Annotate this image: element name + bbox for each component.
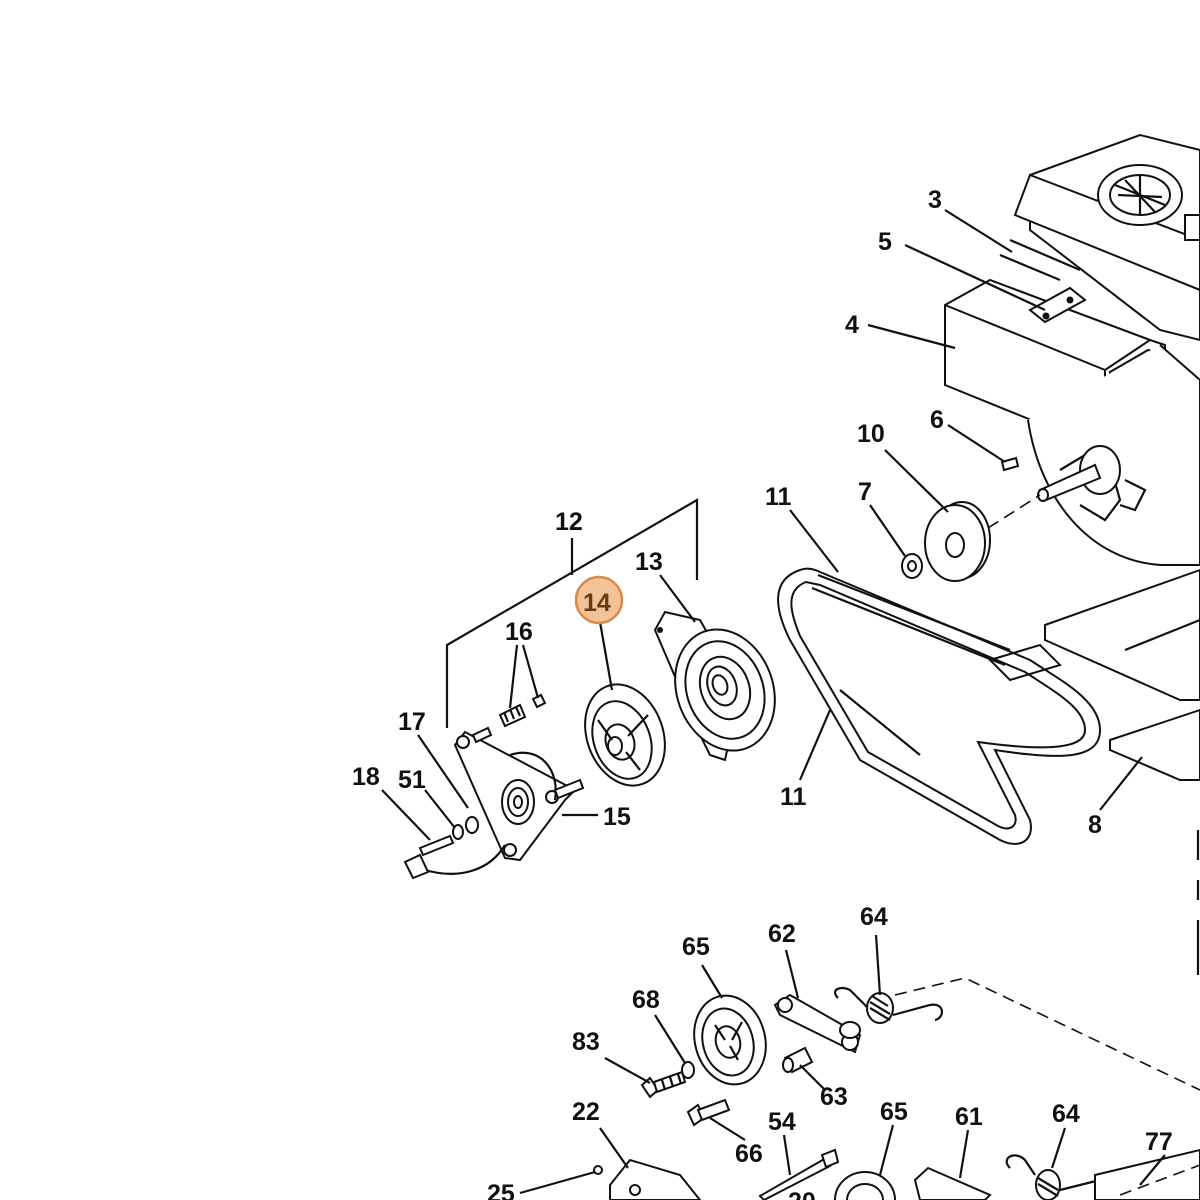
callout-51: 51 — [398, 766, 426, 794]
leader-64-upper — [874, 934, 882, 996]
bolt-18-part — [418, 834, 455, 857]
leader-83 — [604, 1057, 651, 1084]
dashed-line-upper — [894, 977, 1200, 1091]
callout-12: 12 — [555, 508, 583, 536]
washer-51-part — [452, 816, 479, 840]
callout-63: 63 — [820, 1083, 848, 1111]
leader-65-lower — [878, 1124, 895, 1176]
leader-11-bottom — [798, 709, 832, 781]
frame-22-part — [609, 1158, 702, 1200]
callout-25: 25 — [487, 1180, 515, 1200]
leader-10 — [884, 449, 949, 513]
leader-18 — [381, 789, 431, 841]
leader-4 — [867, 323, 956, 350]
idler-arm-part — [773, 993, 862, 1054]
callout-65-lower: 65 — [880, 1098, 908, 1126]
lower-arm-part — [913, 1166, 992, 1200]
callout-11-top: 11 — [765, 483, 792, 511]
spring-upper-part — [834, 986, 943, 1024]
leader-7 — [869, 504, 906, 557]
engine-assembly — [944, 133, 1200, 975]
drive-belt-part — [777, 567, 1102, 845]
idler-pulley-lower-part — [834, 1171, 896, 1200]
clutch-housing-part — [653, 610, 776, 762]
leader-25 — [519, 1170, 596, 1195]
leader-63 — [799, 1064, 826, 1091]
callout-54: 54 — [768, 1108, 796, 1136]
callout-4: 4 — [845, 311, 859, 339]
leader-14 — [598, 621, 614, 691]
leader-17 — [417, 734, 469, 809]
callout-6: 6 — [930, 406, 944, 434]
leader-6 — [947, 424, 1006, 463]
callout-22: 22 — [572, 1098, 600, 1126]
bolt-25-part — [593, 1165, 603, 1175]
callout-62: 62 — [768, 920, 796, 948]
washer-part — [901, 553, 923, 579]
callout-10: 10 — [857, 420, 885, 448]
leader-16 — [508, 644, 540, 709]
engine-pulley-part — [924, 494, 1041, 582]
washer-68-part — [681, 1061, 695, 1079]
idler-pulley-upper-part — [693, 994, 767, 1086]
leader-54 — [782, 1134, 792, 1176]
long-bolt-54-part — [758, 1148, 840, 1200]
leader-11-top — [789, 509, 839, 573]
callout-66: 66 — [735, 1140, 763, 1168]
bolt-66-part — [686, 1098, 731, 1127]
callout-17: 17 — [398, 708, 426, 736]
callout-65-upper: 65 — [682, 933, 710, 961]
leader-65-upper — [701, 964, 723, 999]
leader-68 — [654, 1014, 686, 1064]
leader-77 — [1139, 1154, 1166, 1186]
callout-14-highlight — [574, 575, 624, 625]
callout-5: 5 — [878, 228, 892, 256]
leader-13 — [659, 574, 696, 623]
callout-16: 16 — [505, 618, 533, 646]
leader-3 — [944, 209, 1013, 253]
callout-8: 8 — [1088, 811, 1102, 839]
dashed-line-lower — [1119, 1164, 1200, 1196]
callout-18: 18 — [352, 763, 380, 791]
key-part — [1000, 456, 1020, 472]
callout-7: 7 — [858, 478, 872, 506]
leader-64-lower — [1050, 1127, 1067, 1169]
callout-3: 3 — [928, 186, 942, 214]
clutch-pulley-part — [584, 683, 666, 787]
bolt-83-part — [640, 1070, 687, 1099]
bearing-plate-part — [403, 730, 585, 880]
leader-5 — [904, 244, 1046, 311]
leader-22 — [599, 1127, 629, 1169]
callout-13: 13 — [635, 548, 663, 576]
spacer-63-part — [782, 1046, 814, 1074]
callout-15: 15 — [603, 803, 631, 831]
callout-77: 77 — [1145, 1128, 1173, 1156]
callout-11-bottom: 11 — [780, 783, 807, 811]
leader-62 — [784, 949, 800, 999]
leader-8 — [1099, 756, 1143, 811]
callout-68: 68 — [632, 986, 660, 1014]
callout-64-lower: 64 — [1052, 1100, 1080, 1128]
callout-83: 83 — [572, 1028, 600, 1056]
callout-64-upper: 64 — [860, 903, 888, 931]
spring-lower-part — [1005, 1154, 1101, 1200]
leader-66 — [709, 1117, 746, 1141]
callout-20: 20 — [788, 1188, 816, 1200]
callout-61: 61 — [955, 1103, 983, 1131]
stud-bolts-part — [471, 693, 547, 744]
leader-51 — [424, 789, 456, 829]
leader-61 — [958, 1129, 970, 1179]
callout-14[interactable]: 14 — [583, 589, 611, 617]
